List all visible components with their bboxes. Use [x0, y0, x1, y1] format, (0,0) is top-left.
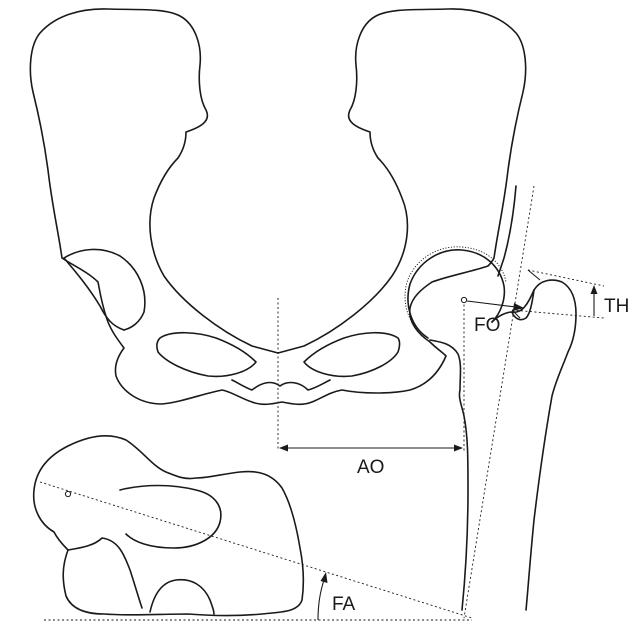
pelvis [30, 9, 525, 404]
pelvis-outline [30, 9, 525, 404]
th-bottom-line [512, 310, 604, 318]
pubic-symphysis [232, 380, 330, 390]
left-obturator-foramen [157, 333, 256, 377]
fo-arrow [467, 301, 516, 307]
fa-angle-arc [318, 580, 324, 620]
fa-arrowhead [321, 572, 328, 583]
femur-axial-outline [34, 436, 304, 616]
ao-arrowhead-right [454, 445, 463, 452]
ao-arrowhead-left [279, 445, 288, 452]
femur-ap [405, 186, 576, 610]
femoral-head-center [461, 297, 466, 302]
fo-label: FO [474, 315, 500, 336]
ao-label: AO [357, 457, 384, 478]
left-acetabulum [64, 249, 145, 330]
fa-neck-axis [40, 482, 472, 618]
th-label: TH [604, 296, 629, 317]
femur-axial-neck [68, 538, 142, 608]
femoral-axis [464, 186, 534, 618]
femur-lateral-border [492, 280, 576, 610]
femur-medial-border [430, 340, 468, 610]
femur-axial-head-center [65, 491, 70, 496]
femur-axial-trochanter [120, 486, 221, 549]
femur-axial [34, 436, 304, 616]
th-arrowhead [591, 285, 598, 294]
femur-upper-lateral [498, 186, 516, 276]
fa-label: FA [332, 594, 356, 615]
left-acetabulum-rim [64, 258, 124, 330]
femur-axial-lesser-trochanter [150, 580, 214, 614]
measurements: AO FO TH FA [40, 186, 629, 620]
